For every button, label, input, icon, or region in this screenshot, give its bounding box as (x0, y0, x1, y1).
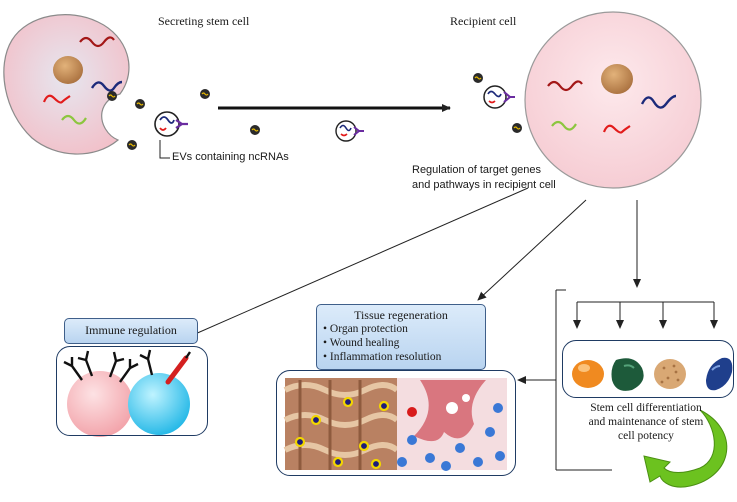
secreting-cell-label: Secreting stem cell (158, 14, 250, 28)
stemcell-line1: Stem cell differentiation (590, 402, 702, 414)
rna-strand (61, 114, 87, 125)
ev-particle (472, 72, 484, 84)
stemcell-branch (573, 301, 718, 329)
tissue-item-wound: • Wound healing (323, 337, 400, 349)
exosome-transit (335, 120, 364, 142)
tissue-panel (276, 370, 516, 476)
regulation-label-line1: Regulation of target genes (412, 164, 542, 176)
recipient-cell (524, 11, 702, 189)
tissue-item-inflammation: • Inflammation resolution (323, 351, 442, 363)
exosome-recipient (483, 85, 515, 109)
regulation-label-line2: and pathways in recipient cell (412, 179, 556, 191)
immune-panel (56, 346, 208, 436)
tissue-image (283, 378, 507, 471)
rna-strand (547, 80, 583, 92)
stemcell-bracket (517, 289, 612, 471)
tissue-title-box: Tissue regeneration • Organ protection •… (316, 304, 486, 370)
rna-strand (551, 120, 577, 131)
stemcell-panel (562, 340, 734, 398)
immune-cells (63, 349, 191, 437)
stemcell-images (572, 357, 733, 391)
arrow-to-immune (185, 187, 529, 339)
secreting-cell (3, 14, 130, 155)
ev-particle (511, 122, 523, 134)
tissue-title: Tissue regeneration (354, 308, 448, 322)
recipient-cell-label: Recipient cell (450, 14, 517, 28)
arrow-to-tissue (477, 199, 587, 301)
evs-label: EVs containing ncRNAs (172, 151, 289, 163)
ev-particle (199, 88, 211, 100)
stemcell-line3: cell potency (618, 430, 674, 442)
immune-title-box: Immune regulation (64, 318, 198, 344)
rna-strand (79, 36, 115, 48)
secreting-nucleus (53, 56, 83, 84)
curved-arrow (643, 409, 728, 488)
recipient-nucleus (601, 64, 633, 94)
rna-strand (640, 94, 677, 109)
rna-strand (602, 124, 631, 134)
ev-particle (249, 124, 261, 136)
exosome-cargo (154, 111, 188, 137)
stemcell-line2: and maintenance of stem (588, 416, 704, 428)
immune-title: Immune regulation (85, 323, 177, 337)
ev-particle (106, 90, 118, 102)
ev-particle (126, 139, 138, 151)
ev-particle (134, 98, 146, 110)
rna-strand (90, 80, 123, 92)
tissue-item-organ: • Organ protection (323, 323, 408, 335)
rna-strand (42, 94, 71, 104)
